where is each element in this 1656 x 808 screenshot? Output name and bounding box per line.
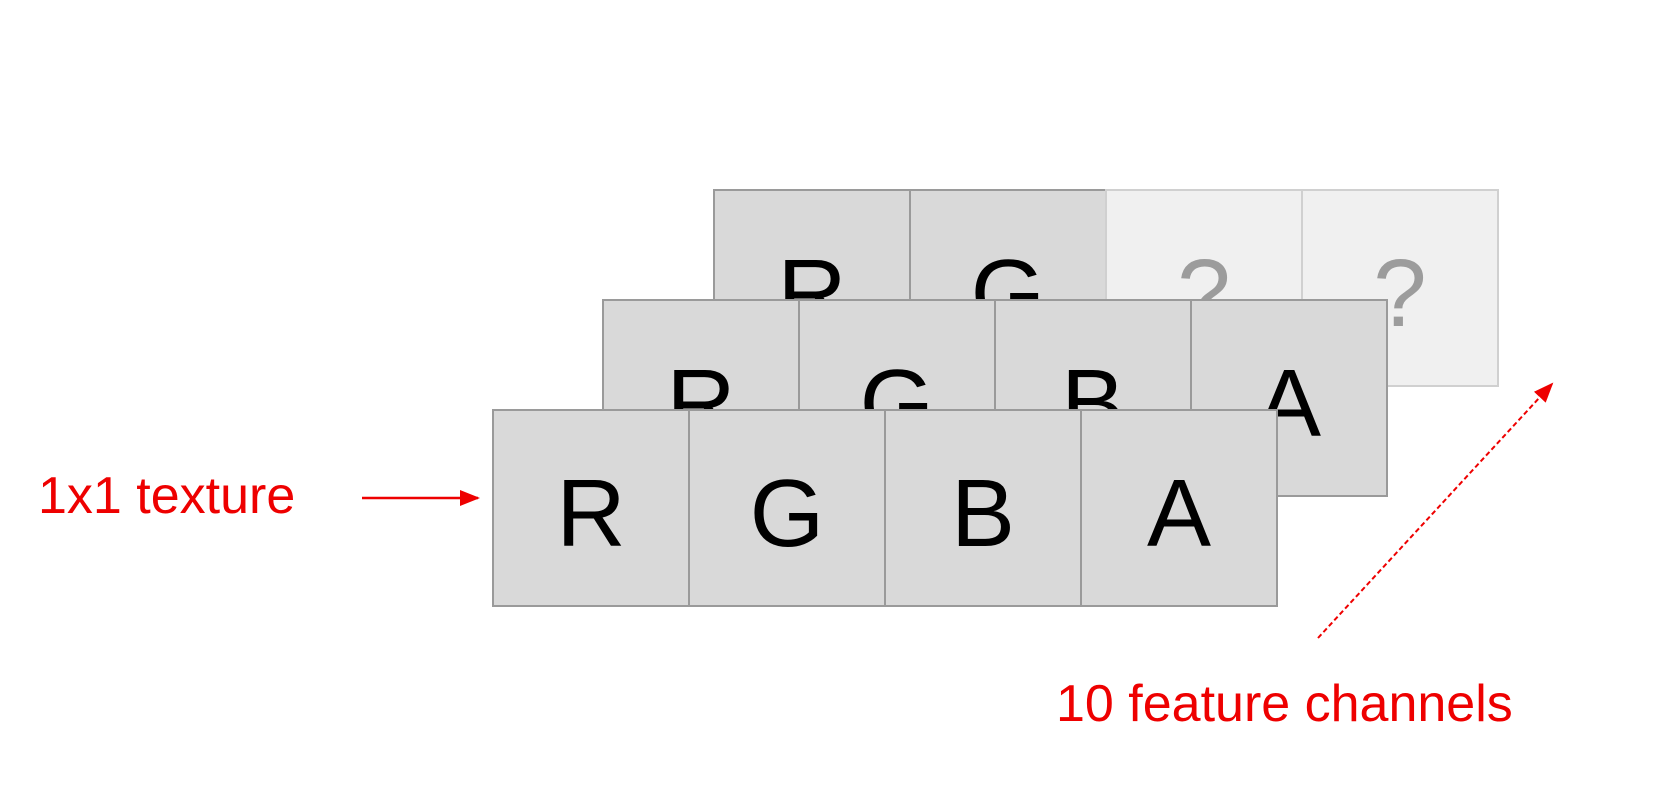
feature-channels-label: 10 feature channels xyxy=(1056,675,1513,733)
texture-layer-front: R G B A xyxy=(492,409,1278,607)
texture-label: 1x1 texture xyxy=(38,467,296,525)
channel-cell-a: A xyxy=(1080,409,1278,607)
channel-cell-g: G xyxy=(688,409,886,607)
channel-cell-r: R xyxy=(492,409,690,607)
channel-cell-b: B xyxy=(884,409,1082,607)
